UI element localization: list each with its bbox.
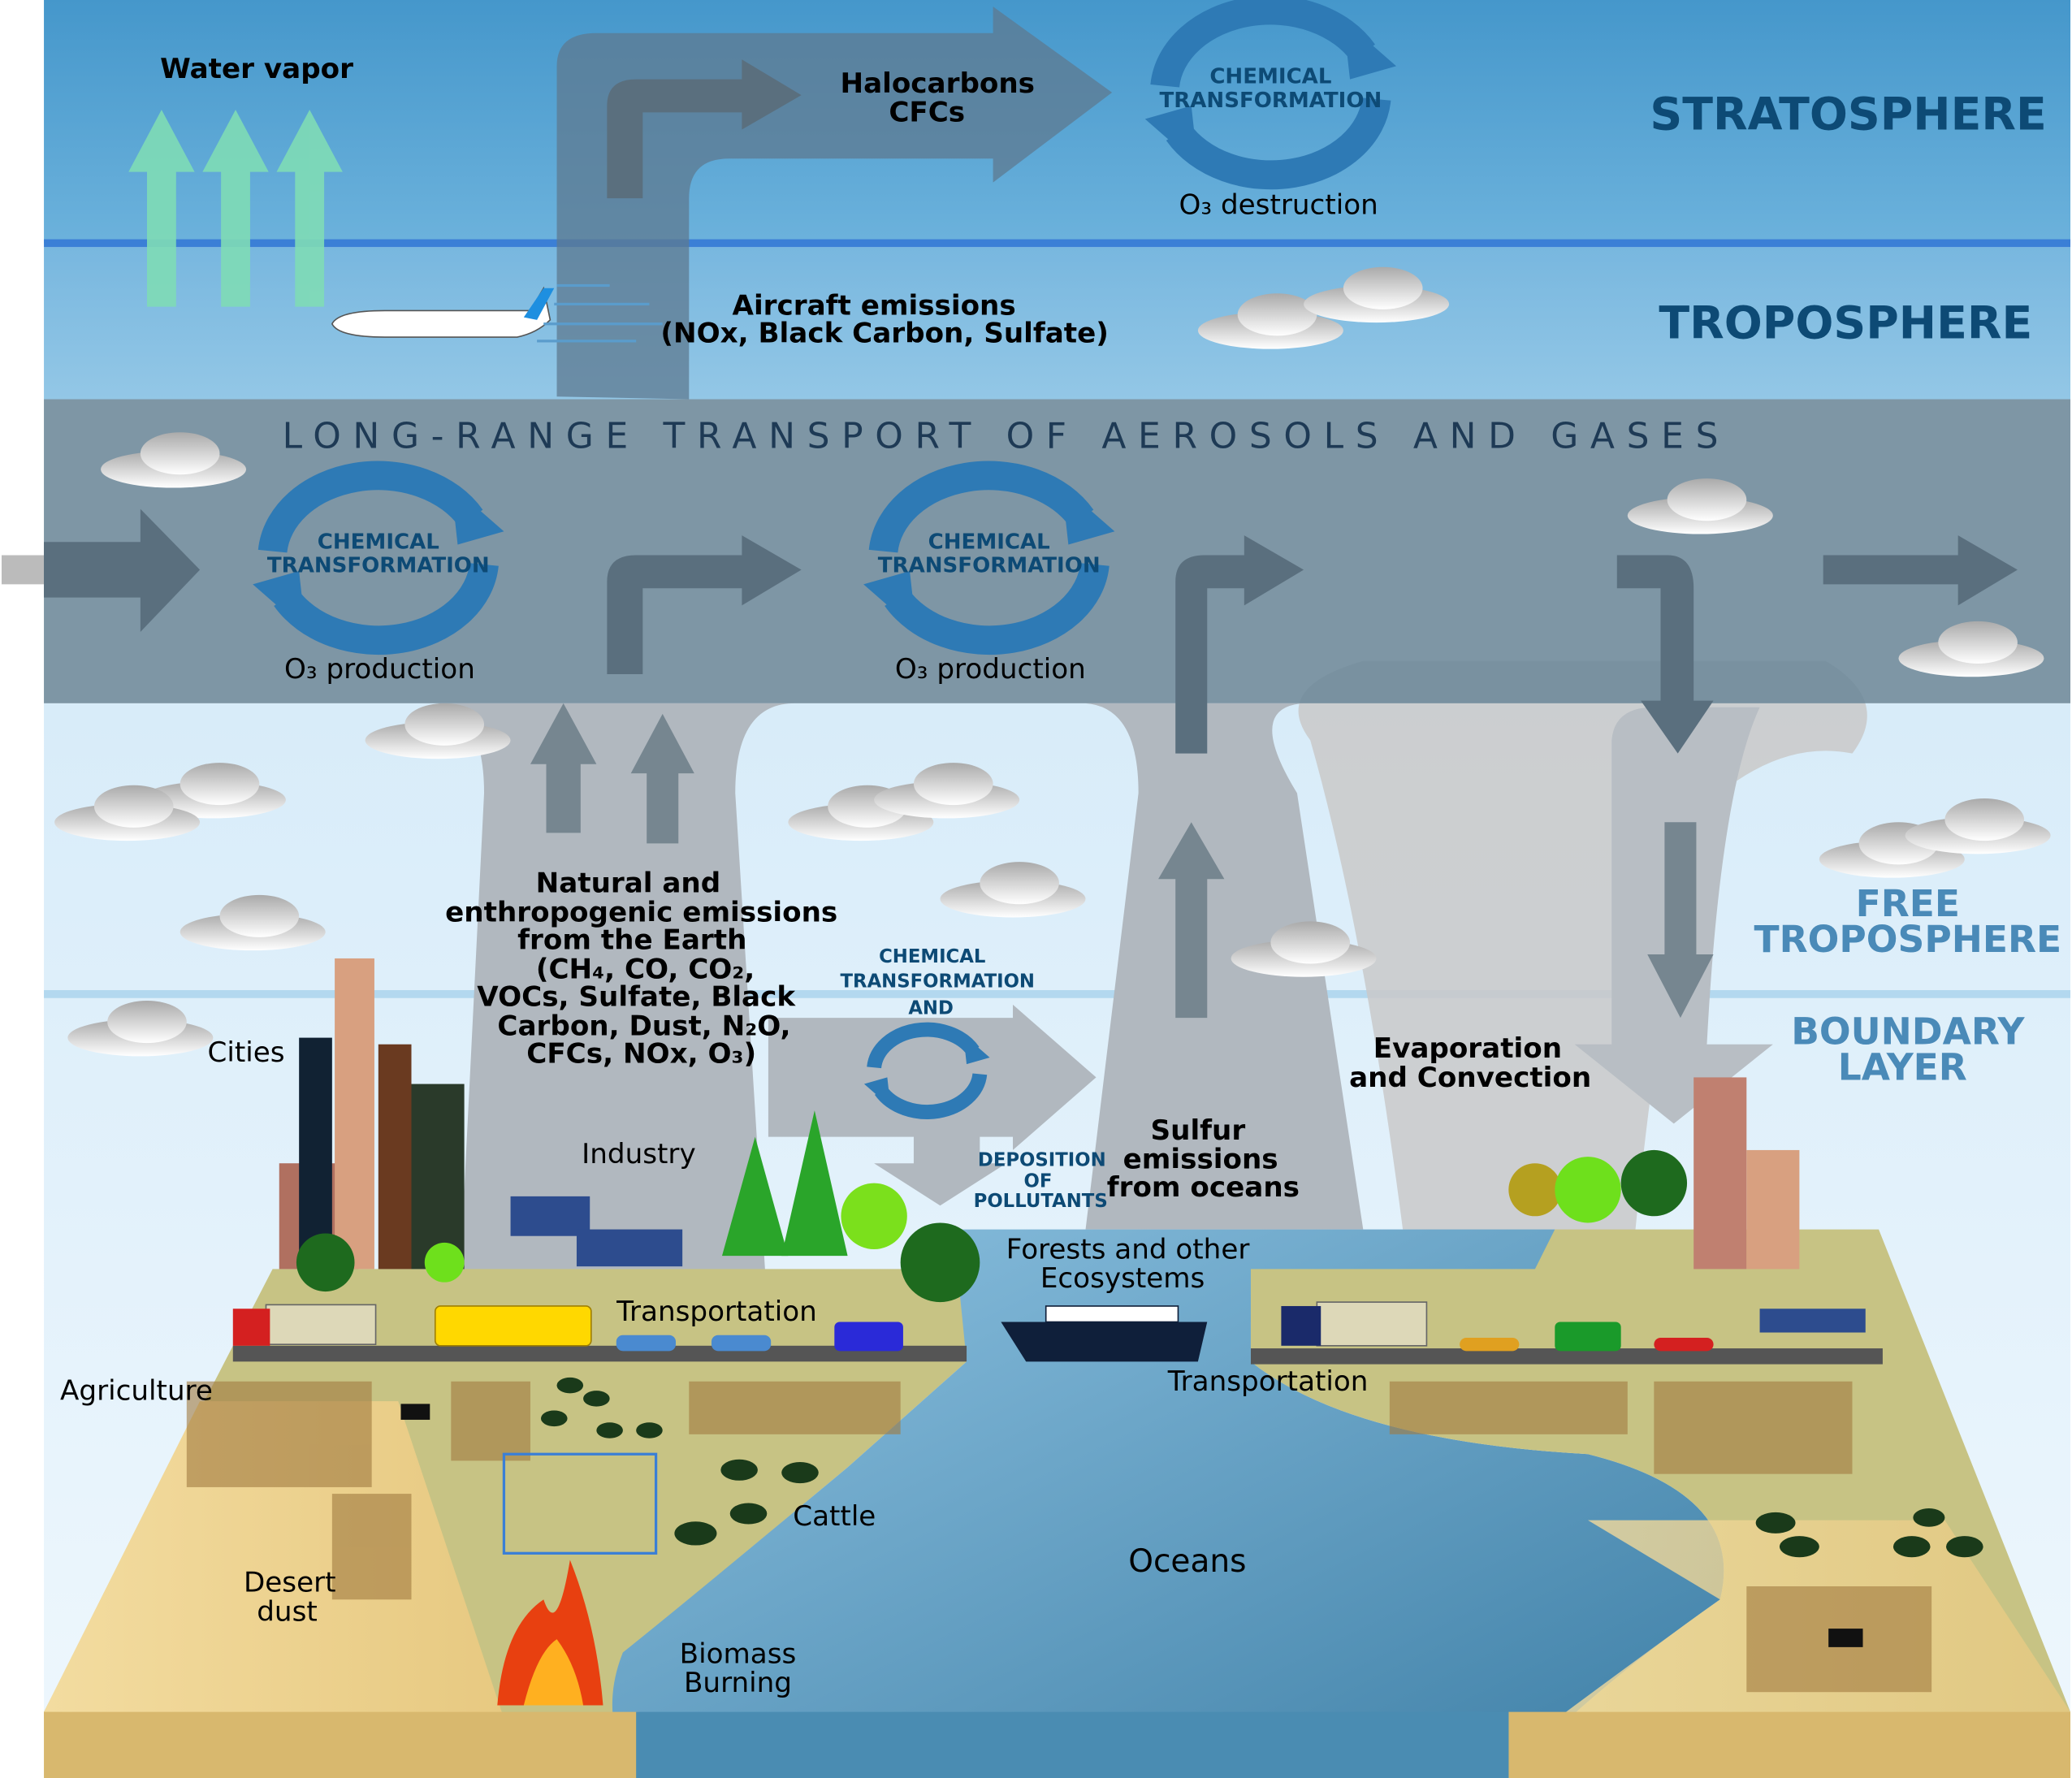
desert [44, 1401, 504, 1719]
chem-and-2: TRANSFORMATION [841, 971, 1035, 993]
sulfur-label-3: from oceans [1107, 1171, 1300, 1204]
solar-panels [502, 1452, 658, 1555]
free-troposphere-label-1: FREE [1856, 882, 1960, 925]
cfcs-label: CFCs [889, 97, 965, 129]
o3-production-mid: O₃ production [895, 653, 1086, 686]
sulfur-label-1: Sulfur [1151, 1114, 1246, 1147]
ship-icon [1001, 1305, 1208, 1362]
stratosphere-label: STRATOSPHERE [1650, 89, 2046, 141]
cattle-icons [540, 1377, 1983, 1558]
emissions-line: VOCs, Sulfate, Black [477, 981, 796, 1014]
tropopause-line [44, 239, 2071, 248]
chem-and-1: CHEMICAL [879, 946, 985, 967]
tractor-icon [400, 1404, 1863, 1647]
water-vapor-arrows [128, 110, 343, 307]
ground-edge-left [44, 1711, 639, 1778]
deposition-label-1: DEPOSITION [978, 1149, 1106, 1170]
long-range-transport-label: LONG-RANGE TRANSPORT OF AEROSOLS AND GAS… [283, 416, 1730, 457]
emissions-line: Natural and [536, 867, 721, 900]
trees-icon [296, 1110, 1688, 1303]
boundary-layer-line [44, 990, 2071, 998]
chem-transform-strat-1: CHEMICAL [1209, 65, 1331, 89]
vehicles-icon [232, 1301, 1714, 1352]
biomass-label-2: Burning [684, 1667, 792, 1699]
emissions-line: CFCs, NOx, O₃) [526, 1038, 756, 1071]
aircraft-emissions-species: (NOx, Black Carbon, Sulfate) [660, 318, 1108, 350]
desert-label-1: Desert [244, 1567, 336, 1599]
o3-production-left: O₃ production [284, 653, 475, 686]
aircraft-emissions-label: Aircraft emissions [733, 289, 1016, 322]
chem-and-3: AND [908, 997, 954, 1019]
fields [186, 1381, 1932, 1693]
transportation-label-left: Transportation [616, 1296, 817, 1328]
chem-transform-mid-2: TRANSFORMATION [878, 554, 1101, 578]
water-vapor-label: Water vapor [160, 53, 353, 85]
fire-icon [497, 1560, 603, 1706]
free-troposphere-label-2: TROPOSPHERE [1754, 918, 2061, 961]
chem-transform-mid-1: CHEMICAL [928, 530, 1050, 554]
industry-label: Industry [582, 1138, 696, 1170]
road-right [1250, 1348, 1883, 1365]
transport-arrows [44, 59, 2018, 754]
sulfur-label-2: emissions [1123, 1144, 1278, 1176]
emissions-line: (CH₄, CO, CO₂, [536, 953, 755, 985]
desert-label-2: dust [257, 1595, 318, 1628]
city-buildings-icon [279, 958, 1800, 1270]
chem-transform-left-2: TRANSFORMATION [267, 554, 490, 578]
chem-transform-left-1: CHEMICAL [318, 530, 439, 554]
biomass-label-1: Biomass [680, 1637, 797, 1670]
emission-plume [438, 703, 1364, 1322]
forests-label-1: Forests and other [1006, 1233, 1251, 1265]
emissions-line: from the Earth [517, 924, 746, 957]
boundary-layer-label-1: BOUNDARY [1791, 1010, 2025, 1053]
emissions-label: Natural and enthropogenic emissions from… [445, 867, 837, 1071]
boundary-layer-label-2: LAYER [1838, 1046, 1967, 1089]
emissions-line: enthropogenic emissions [445, 896, 837, 928]
forests-label-2: Ecosystems [1040, 1262, 1205, 1295]
agriculture-label: Agriculture [60, 1375, 213, 1408]
ocean [612, 1229, 1724, 1778]
deposition-label-2: OF [1023, 1171, 1052, 1192]
convection-plume [1298, 660, 1867, 1243]
evaporation-label-1: Evaporation [1373, 1032, 1562, 1065]
ground-edge-right [1508, 1711, 2071, 1778]
evaporation-label-2: and Convection [1349, 1062, 1591, 1094]
cities-label: Cities [208, 1036, 285, 1069]
o3-destruction-label: O₃ destruction [1179, 189, 1378, 222]
airplane-icon [331, 283, 663, 343]
deposition-label-3: POLLUTANTS [974, 1191, 1108, 1212]
road-left [232, 1345, 967, 1362]
chem-transform-strat-2: TRANSFORMATION [1159, 89, 1382, 113]
emissions-line: Carbon, Dust, N₂O, [497, 1010, 790, 1042]
oceans-label: Oceans [1128, 1543, 1246, 1580]
cattle-label: Cattle [793, 1500, 876, 1533]
factory-icon [510, 1196, 1866, 1333]
troposphere-label: TROPOSPHERE [1659, 298, 2032, 350]
halocarbons-label: Halocarbons [840, 67, 1035, 100]
transportation-label-right: Transportation [1167, 1365, 1369, 1398]
